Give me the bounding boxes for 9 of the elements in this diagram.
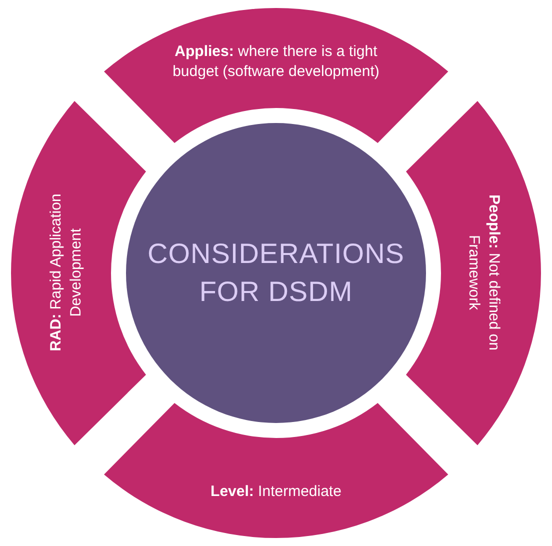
ring-segment	[406, 100, 541, 446]
segment-label: Level: Intermediate	[210, 482, 342, 502]
segment-label: RAD: Rapid Application Development	[46, 193, 85, 354]
ring-segment	[104, 403, 448, 538]
ring-segment	[11, 100, 146, 446]
ring-segment	[104, 8, 448, 143]
center-title: CONSIDERATIONS FOR DSDM	[146, 237, 406, 309]
center-circle	[126, 123, 426, 423]
segment-label: Applies: where there is a tight budget (software development)	[172, 42, 380, 82]
